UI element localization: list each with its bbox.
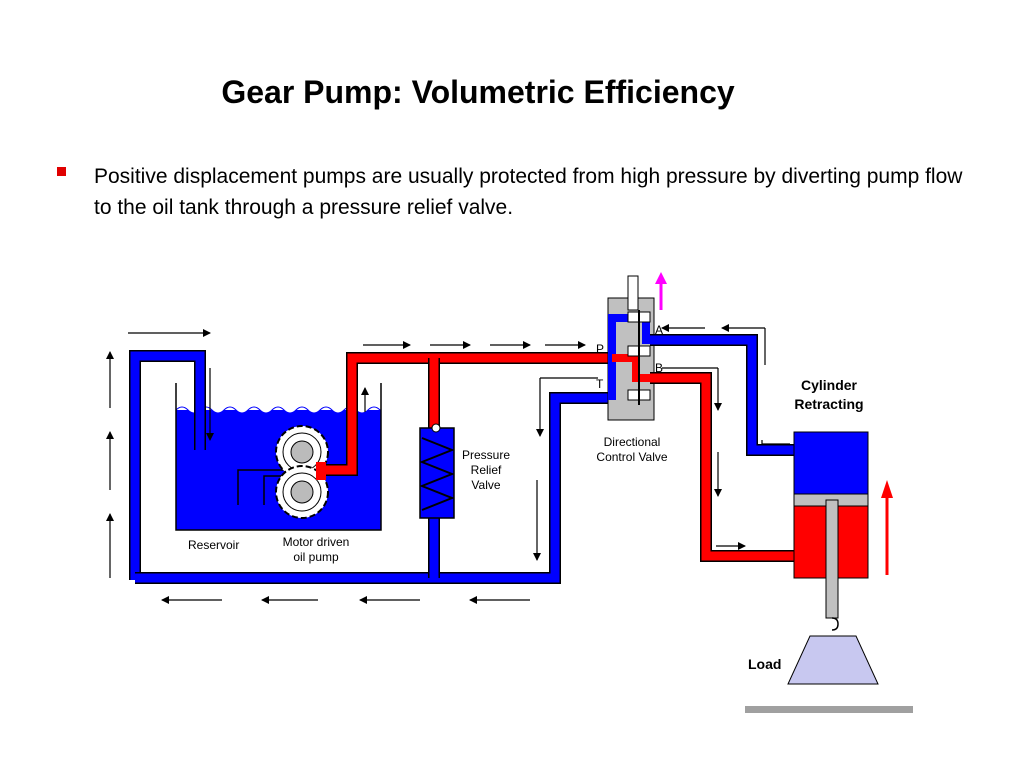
port-b-label: B [655,361,663,375]
relief-valve-label-line-2: Relief [471,463,502,477]
bullet-marker [57,167,66,176]
load [745,617,913,713]
reservoir-label: Reservoir [188,538,239,552]
cylinder-label-line-1: Cylinder [801,377,858,393]
pressure-line [318,352,612,476]
port-t-label: T [596,377,604,391]
relief-valve-label-line-1: Pressure [462,448,510,462]
slide-title: Gear Pump: Volumetric Efficiency [221,74,735,110]
spool-direction-arrow [655,272,667,310]
bullet-text: Positive displacement pumps are usually … [94,165,963,219]
suction-pipe [129,350,206,580]
dcv-label-line-1: Directional [604,435,661,449]
return-line [135,392,612,584]
relief-valve-label-line-3: Valve [471,478,500,492]
gear-pump [237,425,329,519]
port-a-label: A [655,323,663,337]
load-label: Load [748,656,781,672]
cylinder-label-line-2: Retracting [794,396,863,412]
directional-control-valve [607,275,752,421]
dcv-label-line-2: Control Valve [596,450,667,464]
pump-label-line-1: Motor driven [283,535,350,549]
port-p-label: P [596,342,604,356]
cylinder-a-line [650,334,796,456]
retracting-arrow [881,480,893,575]
pump-label-line-2: oil pump [293,550,339,564]
hydraulic-cylinder [793,431,869,619]
cylinder-b-line [650,372,796,562]
flow-arrows [106,324,790,604]
pressure-relief-valve [419,423,455,519]
